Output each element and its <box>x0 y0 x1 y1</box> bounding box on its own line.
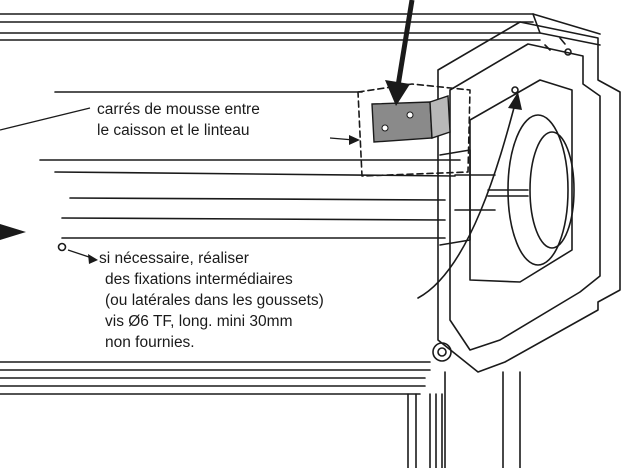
left-big-arrow <box>0 224 26 240</box>
bolt-bottom <box>432 342 452 362</box>
bottom-rails <box>0 361 431 395</box>
right-post <box>444 371 521 468</box>
fixing-label-line4: vis Ø6 TF, long. mini 30mm <box>105 313 293 330</box>
top-big-arrow <box>385 0 415 106</box>
end-plate <box>437 21 621 373</box>
foam-square <box>371 95 451 143</box>
top-lintel <box>0 13 601 46</box>
bolt-bottom-inner <box>437 347 447 357</box>
foam-label-line2: le caisson et le linteau <box>97 122 250 139</box>
left-post <box>407 393 443 468</box>
foam-arrowhead <box>349 135 360 145</box>
fixing-label-line3: (ou latérales dans les goussets) <box>105 292 324 309</box>
fixing-hole <box>57 242 67 252</box>
bolt-upper-2 <box>564 48 572 56</box>
bolt-upper-1 <box>511 86 519 94</box>
foam-leader-left <box>0 107 91 131</box>
curved-arrowhead <box>508 92 522 110</box>
fixing-leader <box>67 249 93 259</box>
fixing-arrowhead <box>88 254 98 264</box>
fixing-label-line2: des fixations intermédiaires <box>105 271 293 288</box>
motor-drum <box>487 114 575 266</box>
fixing-label-line5: non fournies. <box>105 334 195 351</box>
fixing-label-line1: si nécessaire, réaliser <box>99 250 249 267</box>
box-front-edges <box>39 91 461 239</box>
foam-label-line1: carrés de mousse entre <box>97 101 260 118</box>
roller-tube <box>439 149 496 246</box>
curved-arrow <box>417 103 516 299</box>
